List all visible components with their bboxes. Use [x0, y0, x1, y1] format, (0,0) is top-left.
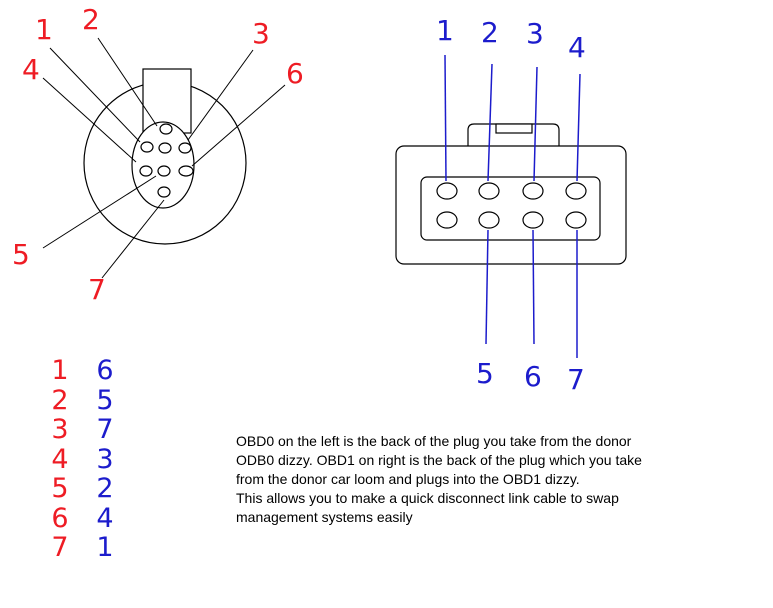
obd1-pin-4	[565, 182, 587, 200]
obd1-pin-label-2: 2	[481, 16, 499, 49]
obd1-pin-8	[565, 211, 587, 229]
obd0-leader-5	[42, 175, 157, 249]
obd1-leader-5	[485, 229, 489, 345]
obd0-pin-7	[178, 165, 194, 177]
obd1-pin-1	[436, 182, 458, 200]
obd1-pin-label-4: 4	[568, 31, 586, 64]
mapping-obd1-6: 4	[96, 502, 114, 534]
obd0-leader-lines	[42, 37, 286, 279]
obd1-leader-1	[444, 54, 447, 182]
obd0-pin-label-1: 1	[35, 13, 53, 46]
obd0-pin-label-6: 6	[286, 57, 304, 90]
mapping-obd0-5: 5	[51, 473, 69, 504]
obd1-pin-3	[522, 182, 544, 200]
obd0-leader-2	[97, 37, 158, 127]
obd0-pin-label-3: 3	[252, 17, 270, 50]
mapping-obd1-1: 6	[96, 355, 114, 386]
obd0-pin-label-4: 4	[22, 53, 40, 86]
obd1-connector	[395, 123, 627, 265]
mapping-obd0-1: 1	[51, 355, 69, 386]
obd1-pin-7	[522, 211, 544, 229]
obd1-pin-5	[436, 211, 458, 229]
obd1-leader-4	[576, 73, 581, 182]
mapping-obd0-2: 2	[51, 384, 69, 416]
obd1-leader-6	[532, 229, 535, 345]
obd1-leader-3	[533, 66, 538, 182]
obd1-pin-6	[478, 211, 500, 229]
obd0-connector	[83, 68, 247, 245]
obd0-pin-5	[139, 165, 153, 177]
obd0-leader-7	[101, 199, 165, 279]
obd0-pin-1	[159, 123, 173, 135]
obd1-pin-face	[420, 176, 601, 241]
obd1-leader-2	[487, 63, 493, 182]
obd0-leader-1	[49, 47, 141, 143]
mapping-obd1-2: 5	[96, 384, 114, 416]
obd0-leader-6	[191, 84, 286, 167]
mapping-obd1-7: 1	[96, 532, 114, 563]
obd1-leader-lines	[444, 54, 581, 358]
obd1-pin-label-3: 3	[526, 17, 544, 50]
obd0-pin-4	[178, 142, 192, 154]
obd1-pin-2	[478, 182, 500, 200]
obd0-pin-label-7: 7	[88, 273, 106, 306]
obd0-pin-3	[158, 142, 172, 154]
mapping-obd1-5: 2	[96, 473, 114, 504]
mapping-obd0-4: 4	[51, 443, 69, 475]
mapping-obd1-column: 6 5 7 3 2 4 1	[88, 356, 122, 563]
mapping-obd1-4: 3	[96, 443, 114, 475]
mapping-obd0-6: 6	[51, 502, 69, 534]
obd0-pin-face	[131, 121, 195, 209]
mapping-obd0-7: 7	[51, 532, 69, 563]
obd0-leader-3	[187, 49, 254, 141]
mapping-obd0-3: 3	[51, 414, 69, 445]
obd0-pin-8	[157, 186, 171, 198]
obd0-pin-2	[140, 141, 154, 153]
obd0-pin-label-2: 2	[82, 3, 100, 36]
note-paragraph-1: OBD0 on the left is the back of the plug…	[236, 433, 642, 487]
obd0-pin-6	[157, 165, 171, 177]
obd1-pin-label-6: 6	[524, 360, 542, 393]
obd1-pin-label-1: 1	[436, 14, 454, 47]
explanation-note: OBD0 on the left is the back of the plug…	[236, 432, 666, 527]
obd1-pin-label-5: 5	[476, 357, 494, 390]
obd0-pin-label-5: 5	[12, 238, 30, 271]
mapping-obd1-3: 7	[96, 414, 114, 445]
note-paragraph-2: This allows you to make a quick disconne…	[236, 490, 619, 525]
mapping-obd0-column: 1 2 3 4 5 6 7	[43, 356, 77, 563]
obd1-pin-label-7: 7	[567, 363, 585, 396]
obd0-leader-4	[42, 77, 137, 163]
obd1-key-notch	[495, 123, 533, 134]
